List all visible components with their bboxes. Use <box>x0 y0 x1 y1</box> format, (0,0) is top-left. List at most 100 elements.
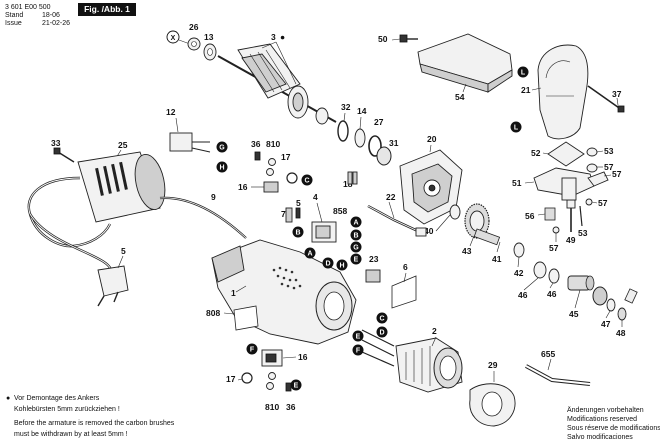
marker-e-3-text: E <box>294 383 299 390</box>
part-810-label-b: 810 <box>265 402 279 412</box>
marker-c-1-text: C <box>304 178 309 185</box>
part-6-label: 9 <box>211 192 216 202</box>
part-1-main-housing: 1 808 <box>206 239 357 345</box>
marker-a-1 <box>304 247 316 259</box>
part-50-label: 51 <box>512 178 522 188</box>
marker-e-1-text: E <box>354 257 359 264</box>
part-655-hexkey: 655 <box>525 349 591 386</box>
doc-number: 3 601 E00 500 <box>5 4 51 11</box>
marker-h-1 <box>216 161 228 173</box>
marker-g-1 <box>216 141 228 153</box>
part-29-label: 29 <box>488 360 498 370</box>
marker-d-1 <box>322 257 334 269</box>
part-12-group: 12 <box>166 107 211 153</box>
issue-label: Issue <box>5 20 22 27</box>
stand-value: 18-06 <box>42 12 60 19</box>
marker-h-2-text: H <box>339 263 344 270</box>
upper-brush-parts: 36 810 17 16 18 <box>238 139 358 193</box>
part-45-label: 45 <box>569 309 579 319</box>
marker-g-1-text: G <box>219 145 225 152</box>
part-5-label: 5 <box>121 246 126 256</box>
part-16-label-b: 16 <box>298 352 308 362</box>
part-12-label: 12 <box>166 107 176 117</box>
part-4-label: 4 <box>313 192 318 202</box>
part-13-label: 13 <box>204 32 214 42</box>
part-40-label: 40 <box>424 226 434 236</box>
part-33-label: 33 <box>51 138 61 148</box>
part-42-label: 42 <box>514 268 524 278</box>
note-de-line2: Kohlebürsten 5mm zurückziehen ! <box>14 406 120 413</box>
marker-a-2-text: A <box>353 220 358 227</box>
footer-line3: Sous réserve de modifications <box>567 425 660 432</box>
part-808-label: 808 <box>206 308 220 318</box>
part-49-label: 49 <box>566 235 576 245</box>
part-21-label: 21 <box>521 85 531 95</box>
marker-f-2-text: F <box>250 347 255 354</box>
marker-a-2 <box>350 216 362 228</box>
part-31-label: 31 <box>389 138 399 148</box>
letter-x-text: X <box>171 35 176 42</box>
spindle-bearing-group: 42 46 46 45 47 48 <box>513 242 638 338</box>
part-27-label: 27 <box>374 117 384 127</box>
part-14-label: 14 <box>357 106 367 116</box>
part-3-label: 3 <box>271 32 276 42</box>
marker-f-1 <box>352 344 364 356</box>
part-26-label: 26 <box>189 22 199 32</box>
right-screws-group: 56 57 49 53 57 <box>525 198 608 253</box>
marker-l-1 <box>517 66 529 78</box>
marker-g-2-text: G <box>353 245 359 252</box>
base-assembly: 52 53 57 51 57 <box>512 141 622 201</box>
part-655-label: 655 <box>541 349 555 359</box>
marker-e-1 <box>350 253 362 265</box>
marker-l-2-text: L <box>514 125 519 132</box>
issue-value: 21-02-26 <box>42 20 71 27</box>
marker-h-1-text: H <box>219 165 224 172</box>
part-858-label: 858 <box>333 206 347 216</box>
part-46-label-a: 46 <box>547 289 557 299</box>
letter-x-marker <box>166 30 180 44</box>
marker-h-2 <box>336 259 348 271</box>
part-51-label-b: 53 <box>578 228 588 238</box>
part-25-label: 25 <box>118 140 128 150</box>
marker-f-1-text: F <box>356 348 361 355</box>
marker-a-1-text: A <box>307 251 312 258</box>
marker-c-2 <box>376 312 388 324</box>
part-17-label-a: 17 <box>281 152 291 162</box>
footer-line2: Modifications reserved <box>567 416 638 423</box>
part-20-label: 20 <box>427 134 437 144</box>
marker-f-2 <box>246 343 258 355</box>
part-32-label: 32 <box>341 102 351 112</box>
part-2-stator: 2 <box>361 326 463 393</box>
part-53-label: 54 <box>455 92 465 102</box>
marker-g-2 <box>350 241 362 253</box>
part-48-label: 48 <box>616 328 626 338</box>
figure-label: Fig. /Abb. 1 <box>78 3 136 16</box>
marker-d-1-text: D <box>325 261 330 268</box>
marker-l-1-text: L <box>521 70 526 77</box>
marker-b-2 <box>350 229 362 241</box>
marker-c-2-text: C <box>379 316 384 323</box>
part-47-label: 47 <box>601 319 611 329</box>
stand-label: Stand <box>5 12 24 19</box>
letter-markers: G H C L L B A D H G A B E C <box>216 66 529 391</box>
part-810-label-a: 810 <box>266 139 280 149</box>
part-17-label-b: 17 <box>226 374 236 384</box>
note-bullet: ● <box>6 395 11 402</box>
part-21-housing: 21 37 <box>521 44 625 140</box>
part-52-label: 52 <box>531 148 541 158</box>
part-37-label: 37 <box>612 89 622 99</box>
note-en-line2: must be withdrawn by at least 5mm ! <box>14 431 128 438</box>
part-56-label-c: 57 <box>604 162 614 172</box>
marker-b-1-text: B <box>295 230 300 237</box>
part-36-label-a: 36 <box>251 139 261 149</box>
part-55-label: 56 <box>525 211 535 221</box>
part-22-label: 22 <box>386 192 396 202</box>
part-5-label-small: 5 <box>296 198 301 208</box>
gear-group: 40 43 41 <box>424 203 502 264</box>
lower-brush-parts: 17 16 810 36 <box>226 349 308 412</box>
part-54-label: 50 <box>378 34 388 44</box>
marker-b-2-text: B <box>353 233 358 240</box>
part-56-label-a: 57 <box>549 243 559 253</box>
marker-d-2-text: D <box>379 330 384 337</box>
part-41-label: 41 <box>492 254 502 264</box>
